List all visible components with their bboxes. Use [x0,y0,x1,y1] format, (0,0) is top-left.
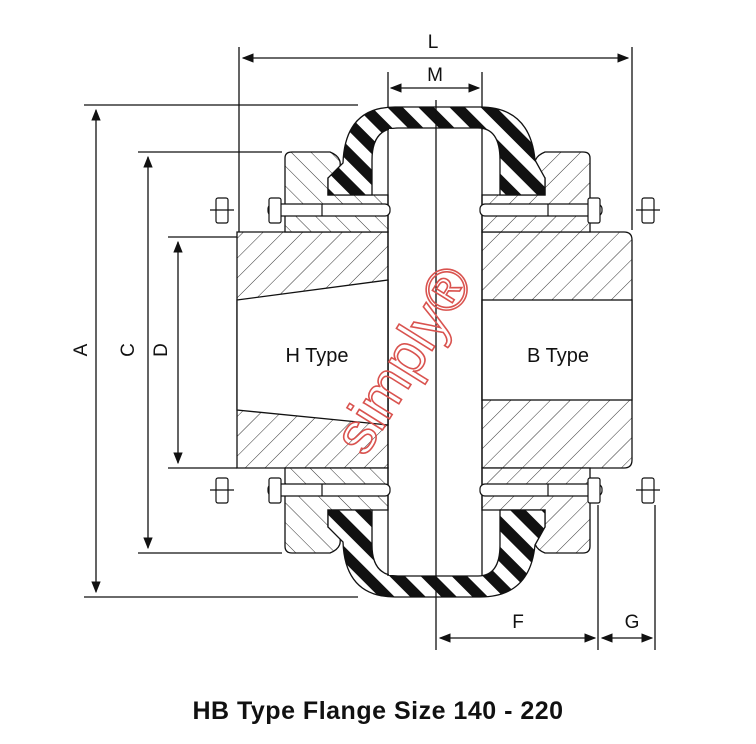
b-type-label: B Type [527,345,589,367]
nut-left-top [210,197,234,224]
flexible-tire [327,106,546,598]
label-M: M [427,65,443,86]
label-C: C [118,343,139,357]
label-L: L [428,32,439,53]
diagram-caption: HB Type Flange Size 140 - 220 [192,697,564,725]
nut-right-bottom [636,477,660,504]
bolt-bottom-left [267,477,391,504]
dimension-L [238,47,633,232]
label-D: D [151,343,172,357]
nut-right-top [636,197,660,224]
dimension-A [84,104,358,598]
label-F: F [512,612,524,633]
bolts [210,197,660,504]
bolt-top-right [479,197,603,224]
dimension-D [168,236,237,469]
dimension-C [138,151,282,554]
dimension-F [438,505,599,650]
bolt-bottom-right [479,477,603,504]
h-type-label: H Type [286,345,349,367]
bolt-top-left [267,197,391,224]
label-A: A [71,343,92,356]
nut-left-bottom [210,477,234,504]
label-G: G [625,612,640,633]
dimension-G [600,505,656,650]
